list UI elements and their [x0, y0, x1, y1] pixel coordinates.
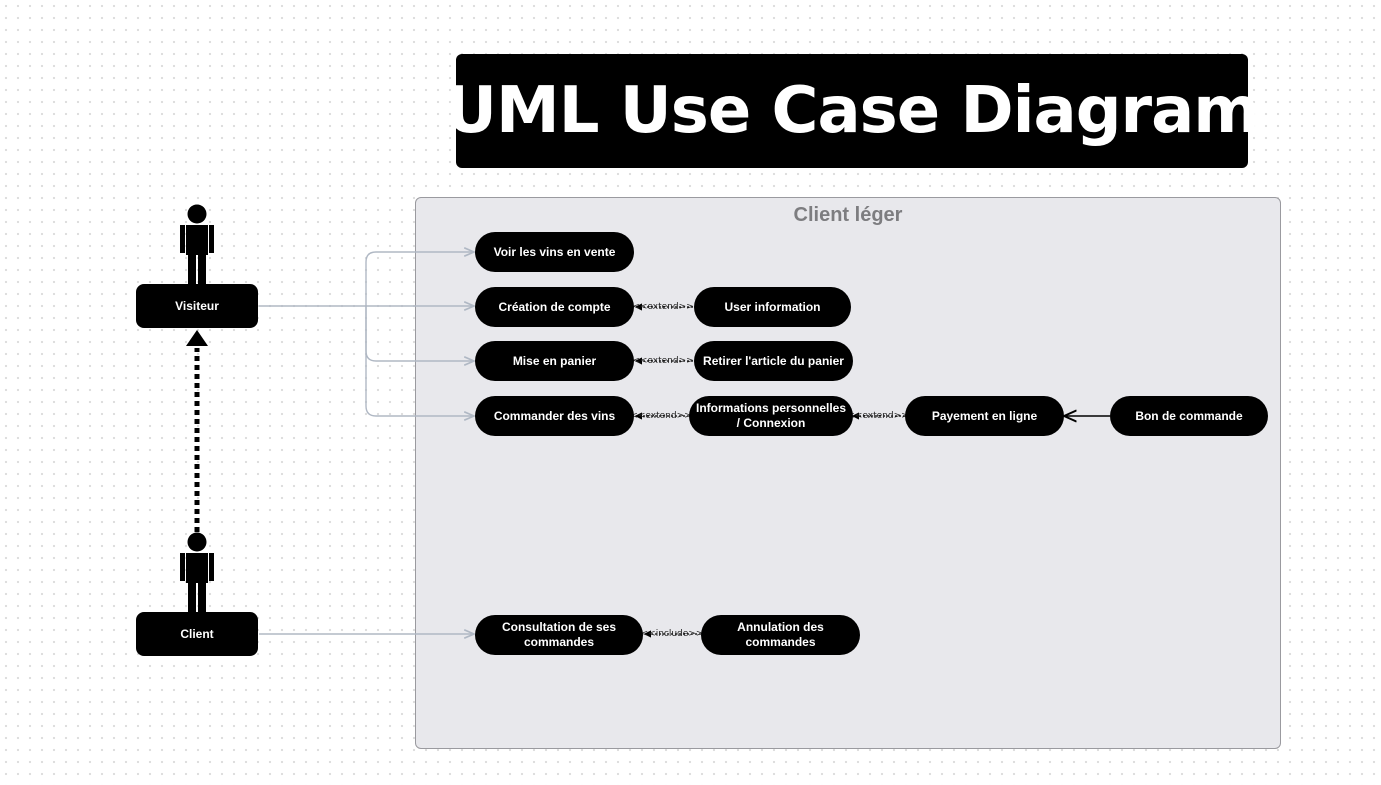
extend-label: <<extend>> — [847, 411, 909, 421]
actor-client[interactable]: Client — [136, 612, 258, 656]
usecase-voir-vins[interactable]: Voir les vins en vente — [475, 232, 634, 272]
edge-visiteur-mise-panier — [365, 306, 474, 361]
extend-label: <<extend>> — [632, 302, 694, 312]
stick-figure-icon — [180, 532, 214, 616]
edge-visiteur-voir-vins — [365, 252, 474, 306]
diagram-title: UML Use Case Diagram — [445, 74, 1260, 148]
stick-figure-icon — [180, 204, 214, 288]
actor-visiteur[interactable]: Visiteur — [136, 284, 258, 328]
usecase-retirer-article[interactable]: Retirer l'article du panier — [694, 341, 853, 381]
usecase-bon-commande[interactable]: Bon de commande — [1110, 396, 1268, 436]
usecase-consultation[interactable]: Consultation de ses commandes — [475, 615, 643, 655]
usecase-commander-vins[interactable]: Commander des vins — [475, 396, 634, 436]
generalization-arrowhead — [186, 330, 208, 346]
edge-visiteur-commander-vins — [365, 306, 474, 416]
diagram-title-banner: UML Use Case Diagram — [445, 54, 1260, 168]
system-boundary-title: Client léger — [793, 204, 903, 226]
usecase-annulation[interactable]: Annulation des commandes — [701, 615, 860, 655]
include-label: <<include>> — [640, 629, 704, 639]
usecase-user-information[interactable]: User information — [694, 287, 851, 327]
usecase-mise-panier[interactable]: Mise en panier — [475, 341, 634, 381]
usecase-creation-compte[interactable]: Création de compte — [475, 287, 634, 327]
extend-label: <<extend>> — [630, 411, 692, 421]
extend-label: <<extend>> — [632, 356, 694, 366]
usecase-infos-perso[interactable]: Informations personnelles / Connexion — [689, 396, 853, 436]
visiteur-associations — [259, 252, 474, 416]
usecase-payement[interactable]: Payement en ligne — [905, 396, 1064, 436]
